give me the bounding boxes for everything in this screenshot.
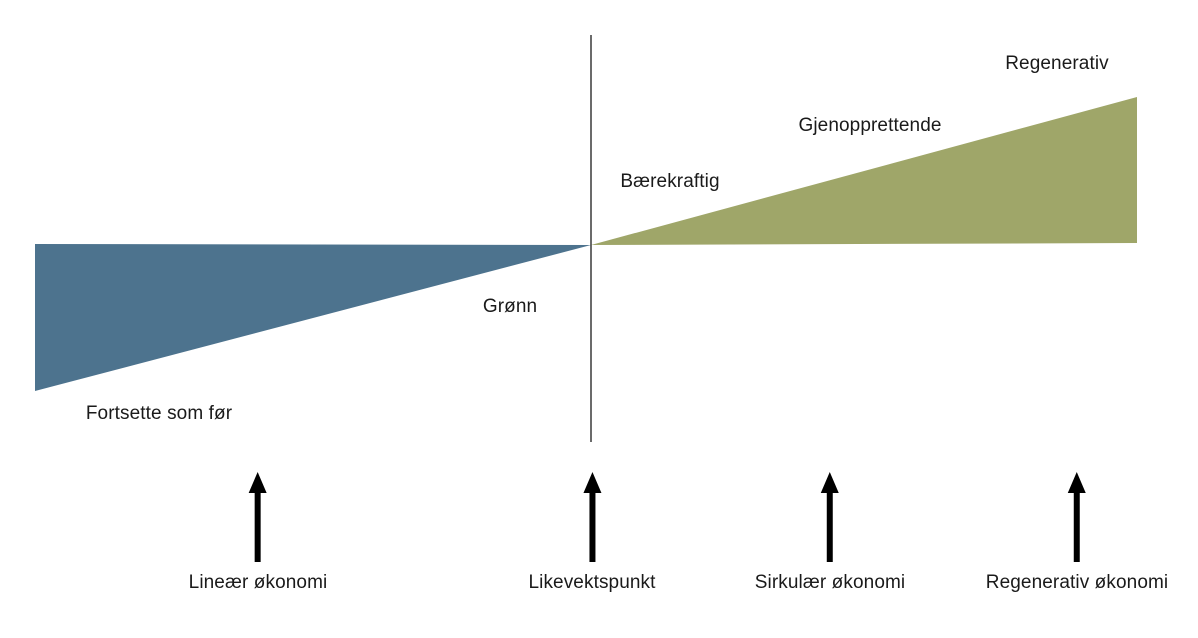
label-linear-okonomi: Lineær økonomi [188,572,328,593]
up-arrow-glyph [821,472,839,562]
up-arrow-icon [583,472,601,562]
marker-regenerative-economy: Regenerativ økonomi [986,472,1168,594]
label-gronn: Grønn [482,296,538,317]
marker-equilibrium-point: Likevektspunkt [528,472,655,594]
label-likevektspunkt: Likevektspunkt [528,572,656,593]
right-wedge-shape [591,97,1137,245]
up-arrow-glyph [583,472,601,562]
label-sirkulaer-okonomi: Sirkulær økonomi [754,572,906,593]
left-wedge-shape [35,244,591,391]
up-arrow-glyph [249,472,267,562]
up-arrow-icon [821,472,839,562]
label-gjenopprettende: Gjenopprettende [798,115,942,136]
up-arrow-icon [249,472,267,562]
up-arrow-icon [1067,472,1086,562]
marker-circular-economy: Sirkulær økonomi [755,472,905,594]
marker-linear-economy: Lineær økonomi [189,472,328,594]
label-baerekraftig: Bærekraftig [620,171,720,192]
up-arrow-glyph [1067,472,1086,562]
label-regenerativ: Regenerativ [1005,53,1109,74]
label-fortsette-som-for: Fortsette som før [85,403,233,424]
label-regenerativ-okonomi: Regenerativ økonomi [985,572,1169,593]
